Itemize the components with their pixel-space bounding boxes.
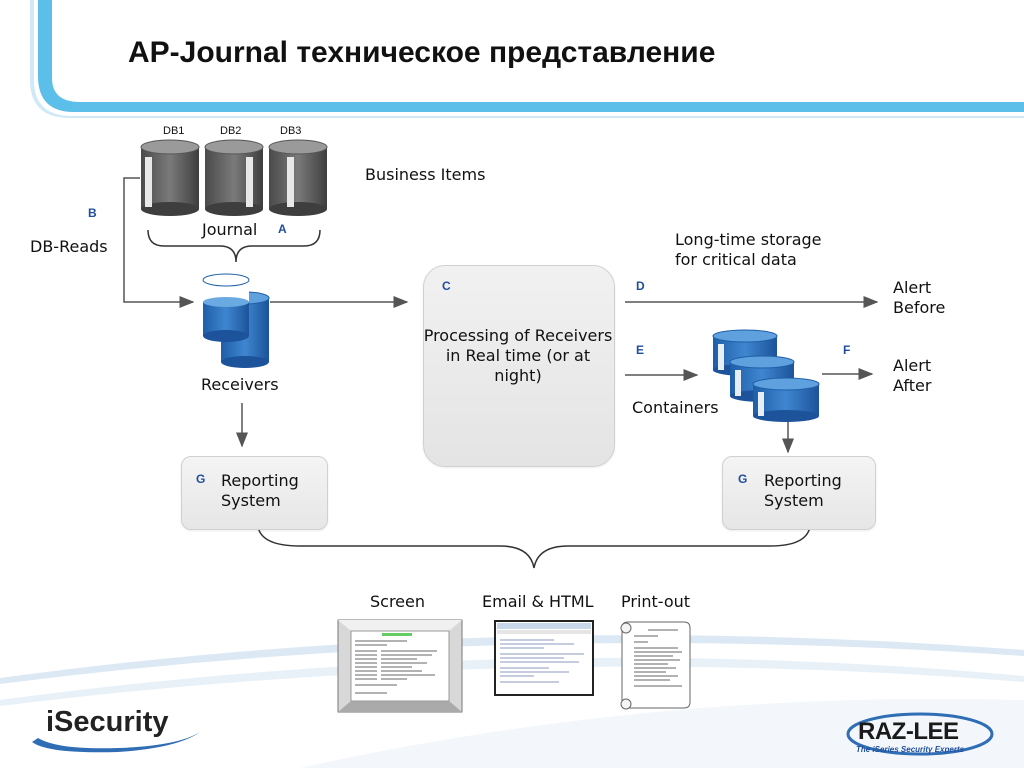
db2-cylinder [204, 139, 264, 216]
reporting-system-right [722, 456, 876, 530]
processing-box [423, 265, 615, 467]
footer-swoosh-3 [300, 698, 1024, 768]
alert-after-line1: Alert [893, 356, 932, 375]
receivers-cylinders [202, 273, 270, 368]
screen-thumbnail [337, 619, 463, 713]
alert-before-line2: Before [893, 298, 946, 317]
print-out-thumbnail [620, 621, 691, 710]
db1-label: DB1 [163, 125, 185, 137]
containers-cylinders [712, 329, 820, 422]
letter-g-left: G [196, 472, 206, 486]
alert-after-line2: After [893, 376, 932, 395]
letter-c: C [442, 279, 451, 293]
receiver-front [202, 273, 250, 342]
screen-label: Screen [370, 592, 426, 611]
letter-g-right: G [738, 472, 748, 486]
journal-brace [147, 229, 321, 263]
db-reads-arrow [123, 177, 195, 308]
long-storage-line2: for critical data [675, 250, 797, 269]
reporting-right-line1: Reporting [764, 471, 842, 490]
razlee-tagline: The iSeries Security Experts [856, 745, 965, 754]
db1-cylinder [140, 139, 200, 216]
receivers-label: Receivers [201, 375, 279, 394]
journal-label: Journal [202, 220, 258, 239]
letter-a: A [278, 222, 287, 236]
reporting-left-line2: System [221, 491, 281, 510]
container-3 [752, 377, 820, 422]
email-html-thumbnail [494, 620, 594, 696]
processing-label: Processing of Receivers in Real time (or… [423, 326, 613, 385]
db3-label: DB3 [280, 125, 302, 137]
db-reads-label: DB-Reads [30, 237, 108, 256]
footer-swoosh [0, 635, 1024, 684]
letter-e: E [636, 343, 645, 357]
print-out-label: Print-out [621, 592, 691, 611]
isecurity-logo: iSecurity [46, 706, 169, 738]
output-brace [257, 526, 811, 569]
page-title: AP-Journal техническое представление [128, 36, 716, 69]
letter-b: B [88, 206, 97, 220]
letter-d: D [636, 279, 645, 293]
database-cylinders [140, 139, 328, 216]
razlee-logo: RAZ-LEE [858, 718, 959, 745]
alert-before-line1: Alert [893, 278, 932, 297]
containers-label: Containers [632, 398, 719, 417]
reporting-right-line2: System [764, 491, 824, 510]
reporting-system-left [181, 456, 328, 530]
isecurity-logo-swoosh [32, 732, 200, 753]
razlee-logo-swoosh [846, 712, 994, 756]
db2-label: DB2 [220, 125, 242, 137]
long-storage-line1: Long-time storage [675, 230, 822, 249]
email-html-label: Email & HTML [482, 592, 594, 611]
letter-f: F [843, 343, 851, 357]
db3-cylinder [268, 139, 328, 216]
business-items-label: Business Items [365, 165, 486, 184]
reporting-left-line1: Reporting [221, 471, 299, 490]
